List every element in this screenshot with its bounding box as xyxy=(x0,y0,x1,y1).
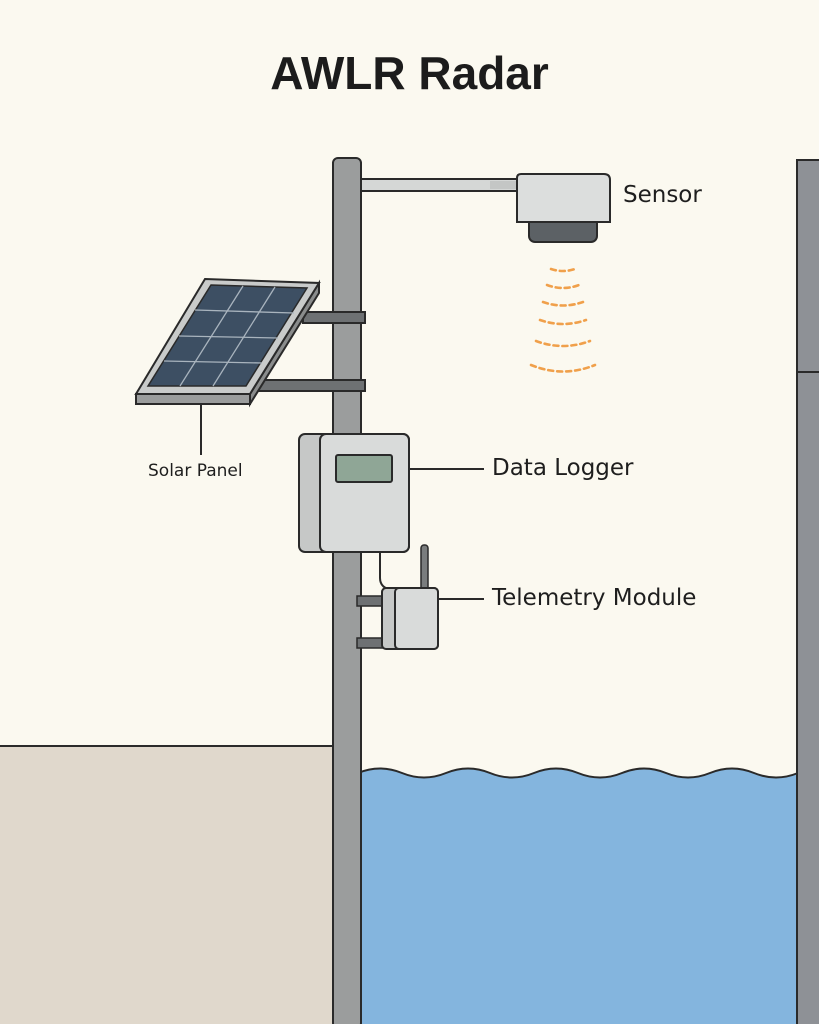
solar-panel-icon xyxy=(134,277,321,408)
antenna-module-icon xyxy=(381,544,439,650)
data-logger-display xyxy=(335,454,393,483)
water-body xyxy=(358,768,798,1024)
solar-cell-line xyxy=(194,309,295,314)
solar-cell-grid xyxy=(163,285,295,387)
radar-wave xyxy=(529,363,597,373)
telemetry-antenna xyxy=(420,544,429,594)
radar-wave xyxy=(538,318,588,326)
solar-panel-edge xyxy=(135,393,251,405)
telemetry-module-label: Telemetry Module xyxy=(492,585,697,611)
mounting-pole xyxy=(332,157,362,1024)
data-logger-label: Data Logger xyxy=(492,455,634,481)
solar-cell-line xyxy=(212,286,276,387)
sensor-body xyxy=(516,173,611,223)
radar-waves xyxy=(529,267,597,373)
solar-bracket-upper xyxy=(302,311,366,324)
radar-sensor-icon xyxy=(516,173,611,243)
channel-wall xyxy=(796,159,819,1024)
solar-cell-line xyxy=(163,360,263,364)
logger-telemetry-cable xyxy=(379,552,393,591)
ground-bank xyxy=(0,746,340,1024)
sensor-arm-collar xyxy=(490,181,518,189)
sensor-label: Sensor xyxy=(623,182,702,208)
data-logger-front xyxy=(319,433,410,553)
solar-bracket-lower xyxy=(257,379,366,392)
water-surface-line xyxy=(357,767,799,779)
radar-wave xyxy=(534,339,592,348)
telemetry-module-front xyxy=(394,587,439,650)
data-logger-box-icon xyxy=(298,433,410,553)
solar-panel-label: Solar Panel xyxy=(148,461,243,481)
solar-cell-line xyxy=(179,285,244,387)
diagram-title: AWLR Radar xyxy=(270,47,549,99)
solar-cell-line xyxy=(178,335,279,339)
radar-wave xyxy=(545,283,581,290)
radar-wave xyxy=(549,267,577,273)
radar-wave xyxy=(541,300,585,307)
